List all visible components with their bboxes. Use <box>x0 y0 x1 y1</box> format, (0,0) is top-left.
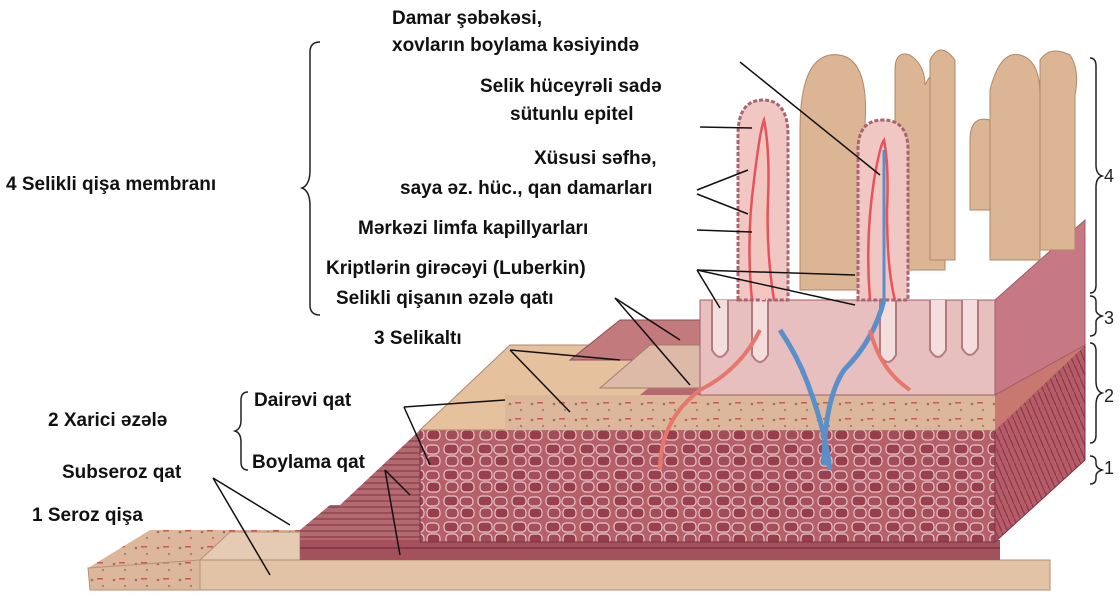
layer-number-1: 1 <box>1104 458 1114 479</box>
label-lamina-propria-line2: saya əz. hüc., qan damarları <box>400 178 652 200</box>
label-crypts: Kriptlərin girəcəyi (Luberkin) <box>326 258 586 280</box>
layer-number-4: 4 <box>1104 166 1114 187</box>
label-subserosa: Subseroz qat <box>62 462 181 484</box>
label-serosa: 1 Seroz qişa <box>32 505 143 527</box>
label-circular-layer: Dairəvi qat <box>254 390 351 412</box>
layer-number-3: 3 <box>1104 308 1114 329</box>
label-central-lacteals: Mərkəzi limfa kapillyarları <box>358 218 588 240</box>
muscle-left-bracket <box>235 392 248 470</box>
label-submucosa: 3 Selikaltı <box>374 328 462 350</box>
label-vessel-network-line2: xovların boylama kəsiyində <box>392 35 639 57</box>
label-epithelium: Selik hüceyrəli sadə <box>480 76 662 98</box>
label-longitudinal-layer: Boylama qat <box>252 452 365 474</box>
background-villi <box>800 50 1077 290</box>
label-mucosa: 4 Selikli qişa membranı <box>6 174 216 196</box>
label-vessel-network: Damar şəbəkəsi, <box>392 8 542 30</box>
label-external-muscle: 2 Xarici əzələ <box>48 410 167 432</box>
label-muscularis-mucosae: Selikli qişanın əzələ qatı <box>336 288 554 310</box>
label-epithelium-line2: sütunlu epitel <box>510 104 634 126</box>
right-brackets <box>1090 58 1102 484</box>
layer-number-2: 2 <box>1104 386 1114 407</box>
label-lamina-propria: Xüsusi səfhə, <box>534 148 657 170</box>
mucosa-left-bracket <box>302 42 320 315</box>
